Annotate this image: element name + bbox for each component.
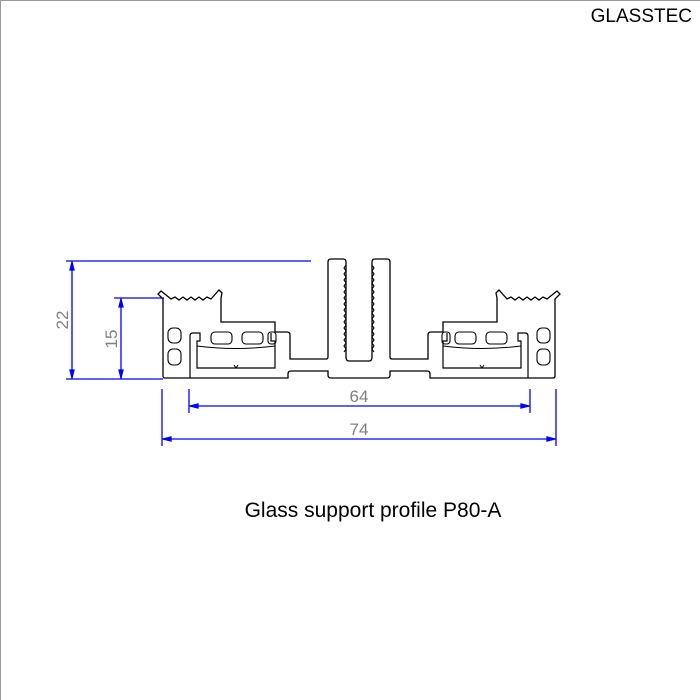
dimension-64 — [188, 389, 531, 413]
dimension-15-label: 15 — [102, 330, 121, 349]
dimension-74-label: 74 — [350, 420, 369, 439]
dimension-15 — [114, 297, 164, 379]
dimension-74 — [161, 389, 557, 446]
profile-right-half — [358, 258, 561, 379]
dimension-64-label: 64 — [350, 387, 369, 406]
brand-label: GLASSTEC — [590, 6, 692, 27]
dimension-22 — [66, 260, 311, 380]
profile-left-half — [157, 258, 360, 379]
dimension-22-label: 22 — [53, 311, 72, 330]
drawing-caption: Glass support profile P80-A — [244, 499, 502, 522]
